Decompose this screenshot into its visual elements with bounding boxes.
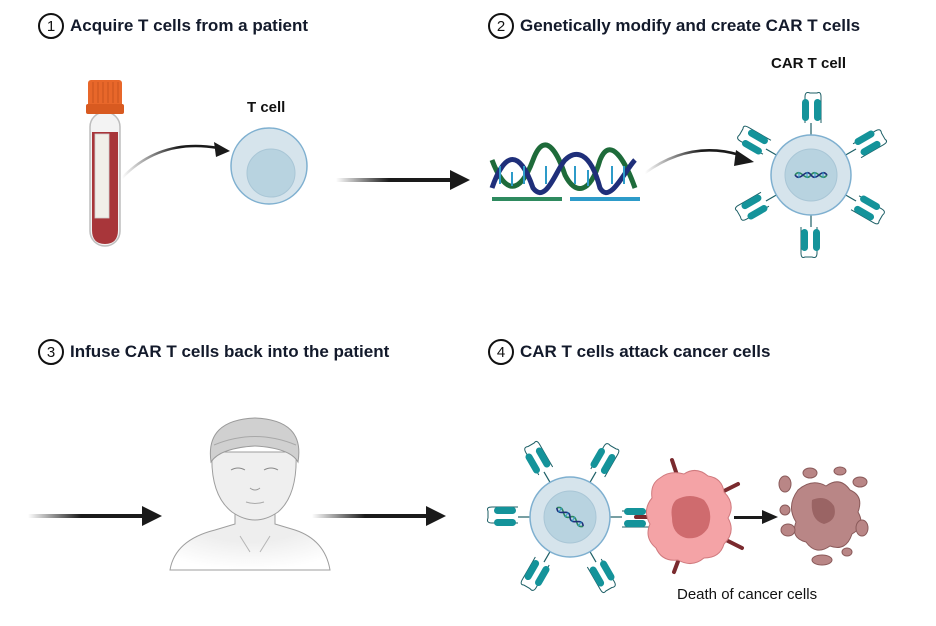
blood-tube-icon — [86, 80, 124, 247]
step-4-number-badge: 4 — [488, 339, 514, 365]
cancer-cell-icon — [634, 458, 744, 574]
t-cell-icon — [230, 127, 308, 205]
curved-arrow-icon — [121, 142, 230, 179]
step-1-title-text: Acquire T cells from a patient — [70, 16, 309, 35]
curved-arrow-icon — [644, 149, 754, 175]
step-3-title: 3 Infuse CAR T cells back into the patie… — [38, 339, 389, 365]
step-3-title-text: Infuse CAR T cells back into the patient — [70, 342, 390, 361]
dna-icon — [489, 142, 640, 201]
step-2-title: 2 Genetically modify and create CAR T ce… — [488, 13, 860, 39]
patient-icon — [169, 417, 331, 571]
step-2-title-text: Genetically modify and create CAR T cell… — [520, 16, 861, 35]
step-1-title: 1 Acquire T cells from a patient — [38, 13, 308, 39]
step-3-number-badge: 3 — [38, 339, 64, 365]
arrow-right-icon — [312, 506, 446, 526]
step-2-number-badge: 2 — [488, 13, 514, 39]
arrow-right-icon — [734, 510, 778, 524]
step-4-title-text: CAR T cells attack cancer cells — [520, 342, 771, 361]
dead-cancer-cell-icon — [778, 466, 869, 566]
t-cell-label: T cell — [247, 99, 286, 116]
death-of-cancer-cells-caption: Death of cancer cells — [677, 586, 818, 603]
arrow-right-icon — [336, 170, 470, 190]
car-t-cell-icon — [486, 439, 654, 595]
step-1-number-badge: 1 — [38, 13, 64, 39]
car-t-cell-label: CAR T cell — [771, 55, 847, 72]
step-4-title: 4 CAR T cells attack cancer cells — [488, 339, 770, 365]
arrow-right-icon — [28, 506, 162, 526]
car-t-cell-icon — [733, 91, 889, 259]
